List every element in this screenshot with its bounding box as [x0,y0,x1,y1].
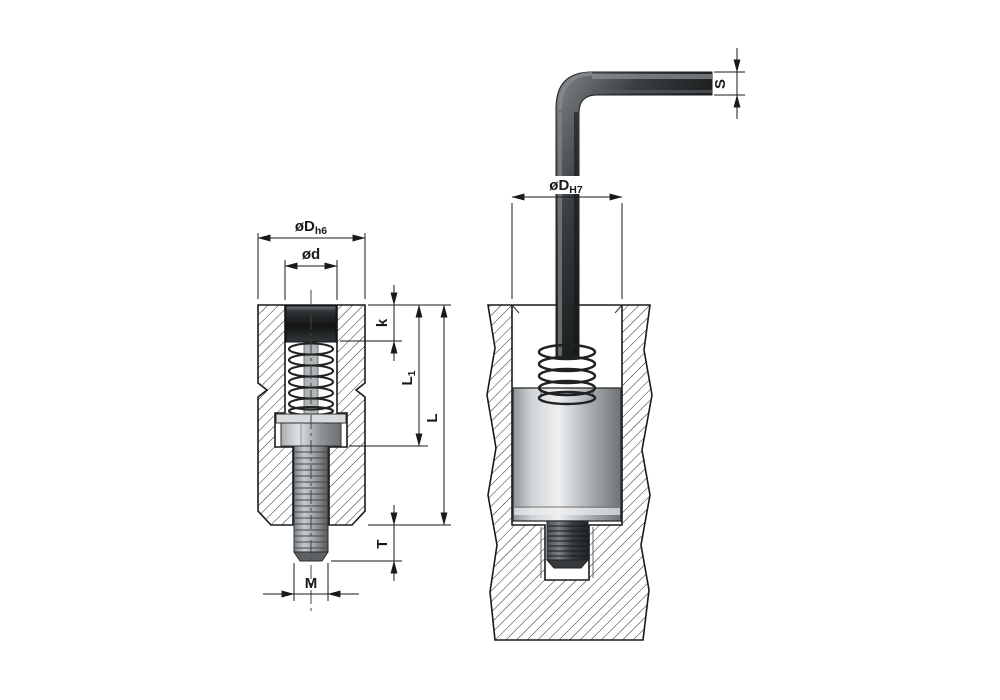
dim-label-length-1: L1 [399,370,418,385]
plunger-body [512,387,622,522]
dim-outer-diameter: øDh6 [257,218,366,299]
right-view: øDH7 S [486,48,745,641]
dim-label-bore-diameter: øDH7 [549,177,583,196]
dim-label-thread-size: M [305,575,318,592]
dim-bore-diameter: øDH7 [511,176,623,299]
dim-thread-size: M [263,563,359,601]
dim-label-screw-diameter: ød [302,246,320,263]
block-section [486,304,653,641]
plunger-housing-section [257,304,366,526]
installed-spring [537,343,597,406]
dim-label-head-height: k [374,318,391,327]
dim-head-height: k [374,285,398,361]
dim-label-bg [539,176,597,194]
dim-key-width: S [712,48,745,119]
dim-screw-diameter: ød [284,246,338,300]
hex-key [555,71,713,359]
bore-chamfer-left [511,304,520,314]
dim-label-key-width: S [712,79,729,89]
dim-label-outer-diameter: øDh6 [295,218,327,237]
dim-label-length: L [424,413,441,422]
dim-label-thread-length: T [374,539,391,548]
engaged-stud [545,520,590,569]
bore-chamfer-right [614,304,623,314]
dim-thread-length: T [374,505,398,581]
left-view: øDh6 ød k L1 L [257,218,451,612]
dim-length: L [424,304,448,526]
dim-length-1: L1 [399,304,423,447]
